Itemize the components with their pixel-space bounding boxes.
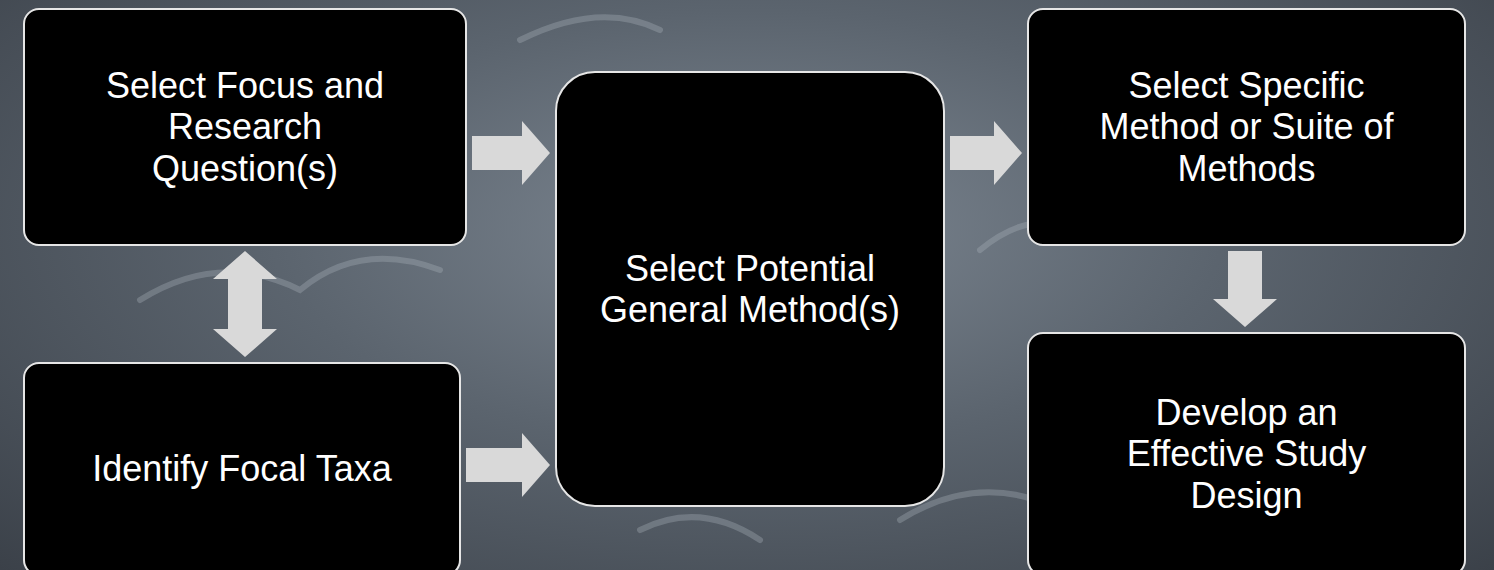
process-box: Identify Focal Taxa: [23, 362, 461, 570]
process-box: Select Potential General Method(s): [555, 71, 945, 507]
block-arrow: [466, 433, 550, 497]
box-text-group: Develop an Effective Study Design: [1089, 392, 1404, 516]
block-arrow: [1213, 251, 1277, 327]
box-label: Select Potential General Method(s): [577, 248, 923, 331]
block-arrow: [472, 121, 550, 185]
box-label: Select Focus and Research Question(s): [75, 65, 415, 189]
process-box: Select Focus and Research Question(s): [23, 8, 467, 246]
block-arrow: [950, 121, 1022, 185]
box-text-group: Identify Focal Taxa: [92, 448, 392, 489]
box-text-group: Select Focus and Research Question(s): [75, 65, 415, 189]
box-text-group: Select Potential General Method(s): [577, 248, 923, 331]
box-label: Identify Focal Taxa: [92, 448, 392, 489]
box-label: Select Specific Method or Suite of Metho…: [1074, 65, 1419, 189]
box-label: Develop an Effective Study Design: [1089, 392, 1404, 516]
process-box: Develop an Effective Study Design: [1027, 332, 1466, 570]
box-text-group: Select Specific Method or Suite of Metho…: [1074, 65, 1419, 189]
process-box: Select Specific Method or Suite of Metho…: [1027, 8, 1466, 246]
block-arrow: [213, 251, 277, 357]
